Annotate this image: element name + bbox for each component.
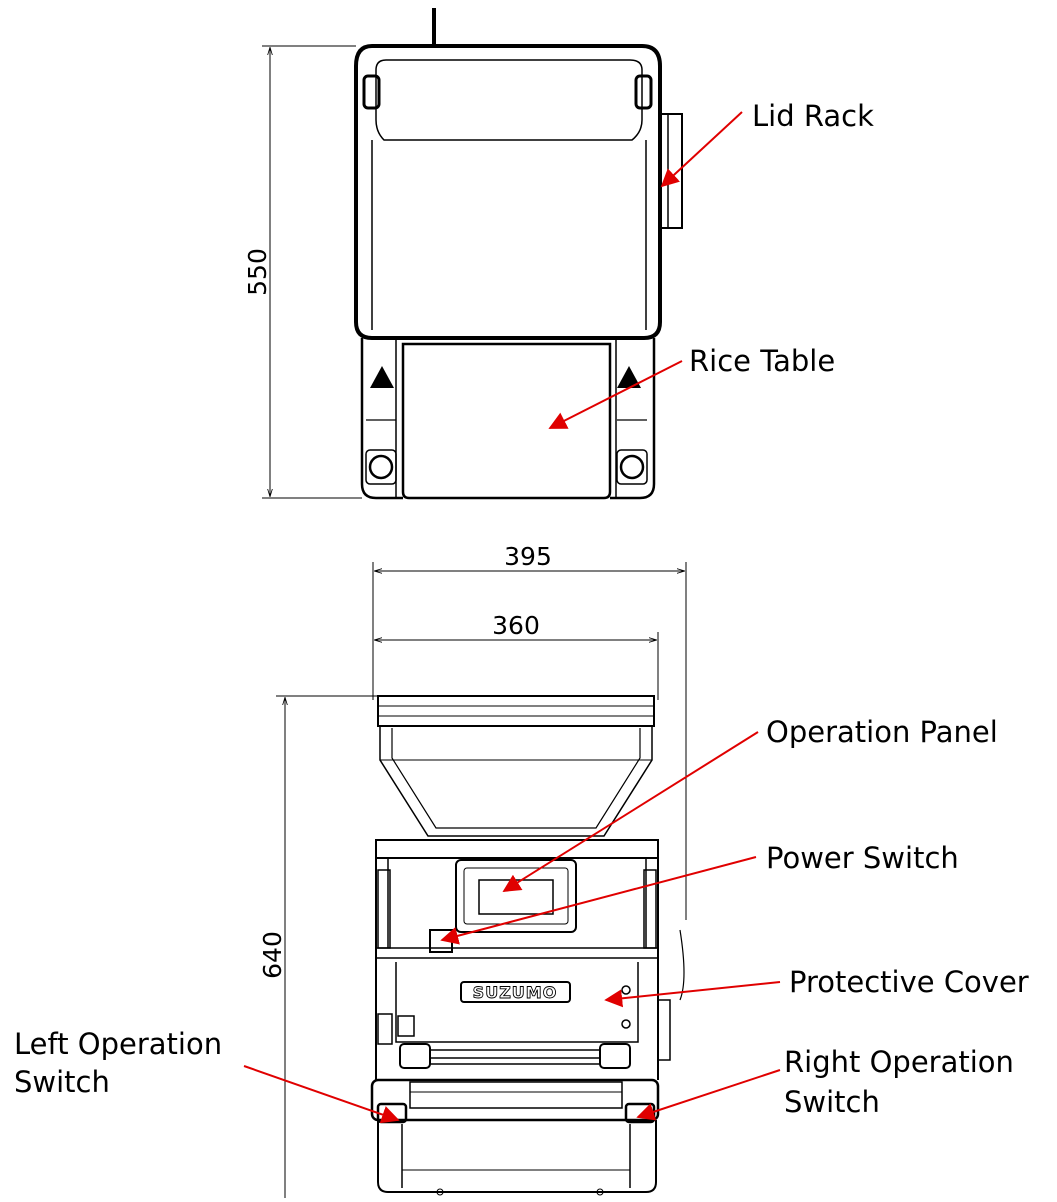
- up-arrow-icon: [370, 366, 394, 388]
- arrow-protective-cover: [604, 981, 781, 1008]
- arrow-left-operation-switch: [243, 1065, 400, 1124]
- label-power-switch: Power Switch: [766, 841, 959, 875]
- arrow-right-operation-switch: [636, 1069, 781, 1121]
- callout-arrows: [243, 111, 781, 1124]
- label-rice-table: Rice Table: [689, 344, 835, 378]
- arrow-power-switch: [440, 856, 757, 945]
- dimension-395: 395: [372, 542, 687, 920]
- label-protective-cover: Protective Cover: [789, 965, 1029, 999]
- label-operation-panel: Operation Panel: [766, 715, 998, 749]
- labels: Lid Rack Rice Table Operation Panel Powe…: [14, 99, 1029, 1119]
- dimension-label-360: 360: [492, 611, 540, 640]
- dimension-label-395: 395: [504, 542, 552, 571]
- dimension-label-550: 550: [243, 248, 272, 296]
- label-left-operation-switch-line1: Left Operation: [14, 1027, 222, 1061]
- label-lid-rack: Lid Rack: [752, 99, 874, 133]
- dimension-550: 550: [243, 45, 362, 499]
- up-arrow-icon: [617, 366, 641, 388]
- dimension-360: 360: [375, 611, 659, 700]
- front-view: SUZUMO: [370, 695, 685, 1196]
- top-view: [354, 8, 683, 500]
- label-right-operation-switch-line1: Right Operation: [784, 1045, 1014, 1079]
- arrow-operation-panel: [502, 731, 759, 892]
- arrow-rice-table: [548, 360, 683, 429]
- label-left-operation-switch-line2: Switch: [14, 1065, 110, 1099]
- dimension-label-640: 640: [258, 931, 287, 979]
- label-right-operation-switch-line2: Switch: [784, 1085, 880, 1119]
- brand-logo: SUZUMO: [473, 983, 558, 1002]
- dimension-640: 640: [258, 695, 378, 1198]
- arrow-lid-rack: [660, 111, 743, 188]
